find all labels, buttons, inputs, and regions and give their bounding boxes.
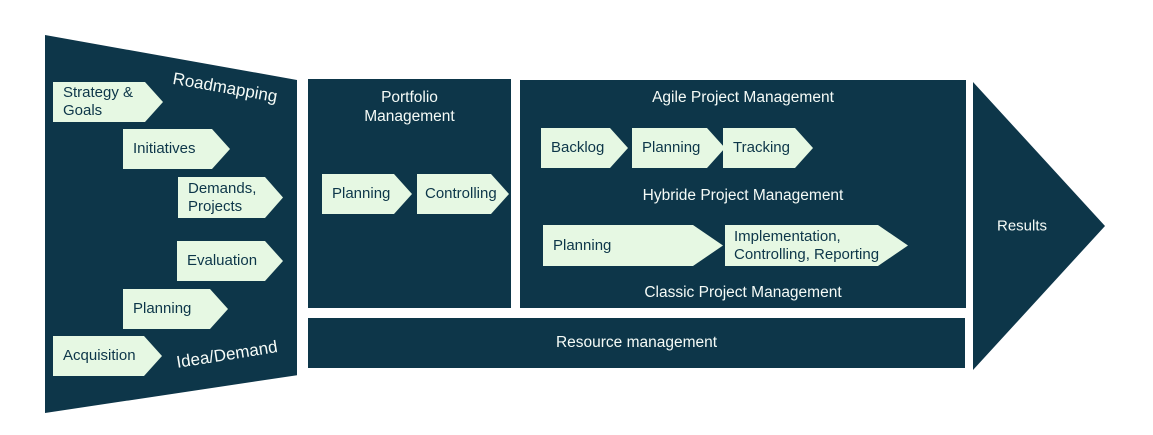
hybride-project-management-title: Hybride Project Management	[642, 187, 844, 204]
results-arrow: Results	[973, 82, 1105, 370]
funnel-arrow-planning: Planning	[123, 289, 228, 329]
agile-arrow-backlog: Backlog	[541, 128, 628, 168]
funnel-arrow-acquisition: Acquisition	[53, 336, 162, 376]
resource-management-label: Resource management	[555, 334, 718, 351]
resource-management-bar: Resource management	[308, 318, 965, 368]
funnel-arrow-demands-projects: Demands, Projects	[178, 177, 283, 218]
results-label: Results	[997, 217, 1048, 235]
hybride-arrow-planning: Planning	[543, 225, 723, 266]
funnel-arrow-strategy-goals: Strategy & Goals	[53, 82, 163, 122]
hybride-arrow-implementation: Implementation, Controlling, Reporting	[725, 225, 908, 266]
portfolio-arrow-controlling: Controlling	[417, 174, 509, 214]
portfolio-management-title: Portfolio Management	[364, 89, 455, 126]
portfolio-arrow-planning: Planning	[322, 174, 412, 214]
agile-project-management-title: Agile Project Management	[652, 89, 834, 106]
funnel-arrow-initiatives: Initiatives	[123, 129, 230, 169]
agile-arrow-planning: Planning	[632, 128, 725, 168]
agile-arrow-tracking: Tracking	[723, 128, 813, 168]
classic-project-management-title: Classic Project Management	[644, 284, 842, 301]
funnel-arrow-evaluation: Evaluation	[177, 241, 283, 281]
project-management-panel: Agile Project Management Hybride Project…	[520, 80, 966, 308]
